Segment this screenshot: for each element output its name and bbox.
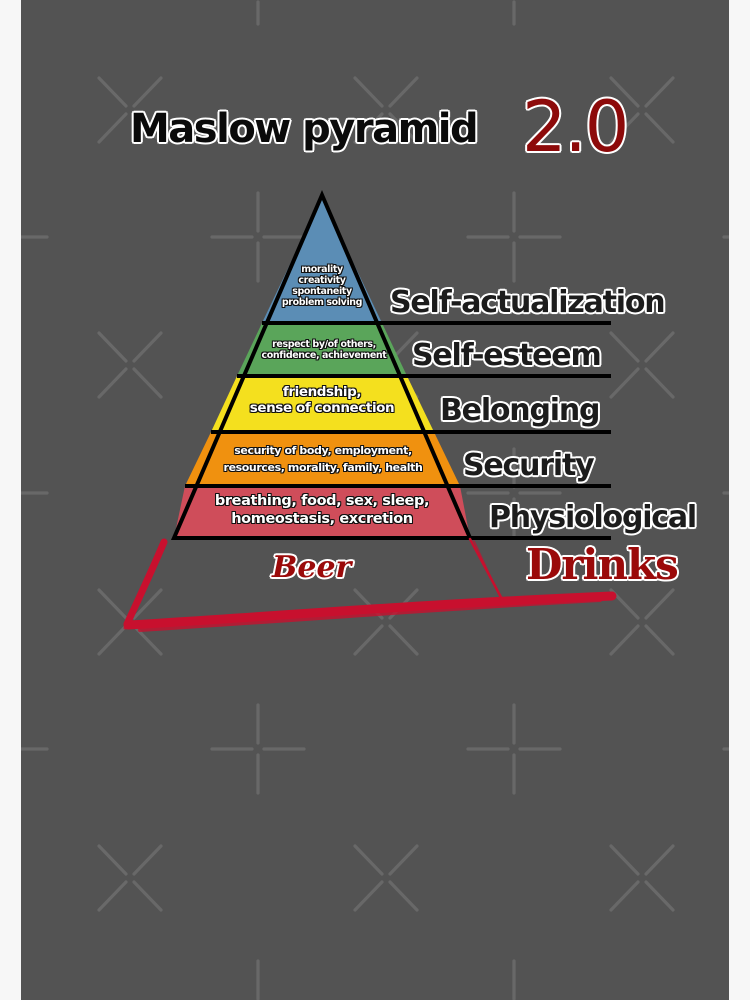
beer-handwritten-text: Beer bbox=[272, 550, 352, 585]
tier-self-esteem-text: respect by/of others, confidence, achiev… bbox=[261, 339, 387, 361]
tier-belonging-shape bbox=[211, 376, 434, 432]
poster-title: Maslow pyramid 2.0 bbox=[130, 86, 670, 182]
tier-self-actualization-shape bbox=[262, 197, 382, 323]
title-version-text: 2.0 bbox=[522, 86, 629, 168]
tier-security-shape bbox=[185, 432, 460, 486]
tier-self-esteem-shape bbox=[237, 323, 407, 376]
hand-drawn-drinks-tier bbox=[123, 537, 617, 632]
title-main-text: Maslow pyramid bbox=[130, 106, 479, 152]
label-self-actualization: Self-actualization bbox=[390, 285, 666, 320]
poster-card: Maslow pyramid 2.0 bbox=[21, 0, 729, 1000]
tier-belonging-text: friendship, sense of connection bbox=[249, 384, 395, 416]
label-self-esteem: Self-esteem bbox=[412, 338, 602, 373]
drinks-handwritten-label: Drinks bbox=[526, 540, 679, 589]
tier-physiological-text: breathing, food, sex, sleep, homeostasis… bbox=[214, 493, 430, 528]
tier-self-actualization-text: morality creativity spontaneity problem … bbox=[281, 264, 363, 308]
pyramid-diagram bbox=[123, 189, 617, 632]
label-security: Security bbox=[463, 448, 595, 483]
label-belonging: Belonging bbox=[440, 393, 600, 428]
tier-security-text: security of body, employment, resources,… bbox=[223, 444, 423, 474]
poster-canvas: Maslow pyramid 2.0 bbox=[21, 0, 729, 1000]
tier-physiological-shape bbox=[174, 486, 470, 538]
label-physiological: Physiological bbox=[489, 500, 697, 535]
